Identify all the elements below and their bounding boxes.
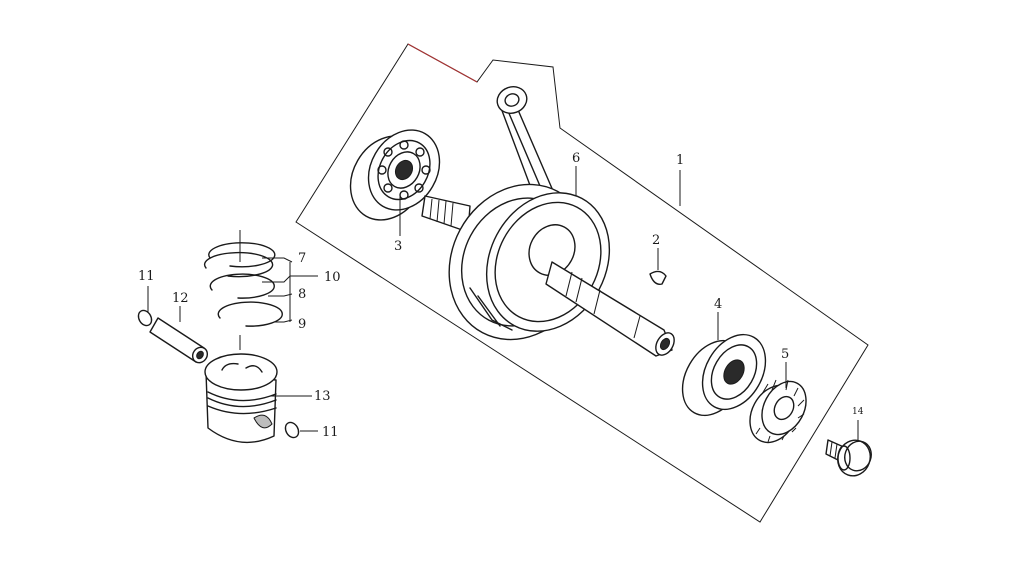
callout-12: 12 bbox=[172, 291, 189, 306]
callout-11-right: 11 bbox=[322, 425, 339, 440]
callout-13: 13 bbox=[314, 389, 331, 404]
drive-gear bbox=[749, 379, 807, 444]
piston-pin bbox=[149, 317, 209, 364]
connecting-rod bbox=[496, 86, 558, 213]
callout-1: 1 bbox=[676, 153, 684, 168]
callout-7: 7 bbox=[298, 251, 306, 266]
callout-labels: 1 2 3 4 5 6 7 8 9 10 11 11 12 13 14 bbox=[138, 151, 864, 440]
piston-rings bbox=[203, 230, 283, 350]
callout-4: 4 bbox=[714, 297, 722, 312]
woodruff-key bbox=[649, 270, 667, 285]
callout-5: 5 bbox=[781, 347, 789, 362]
leader-lines bbox=[147, 166, 859, 440]
circlip-right bbox=[284, 421, 300, 439]
callout-2: 2 bbox=[652, 233, 660, 248]
callout-14: 14 bbox=[852, 407, 864, 417]
callout-10: 10 bbox=[324, 270, 341, 285]
right-bearing bbox=[681, 333, 767, 417]
piston bbox=[204, 353, 278, 444]
callout-11-left: 11 bbox=[138, 269, 155, 284]
callout-3: 3 bbox=[394, 239, 402, 254]
crankshaft bbox=[421, 183, 675, 357]
callout-9: 9 bbox=[298, 317, 306, 332]
callout-6: 6 bbox=[572, 151, 580, 166]
circlip-left bbox=[137, 309, 153, 327]
callout-8: 8 bbox=[298, 287, 306, 302]
left-bearing bbox=[349, 129, 441, 221]
flange-bolt bbox=[825, 439, 872, 477]
